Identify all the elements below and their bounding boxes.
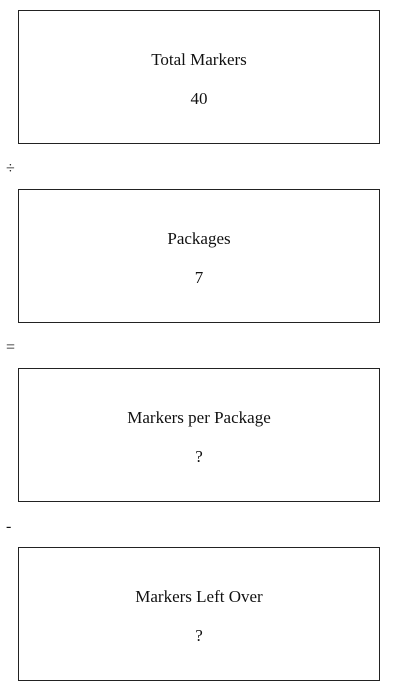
packages-value: 7 [194, 268, 204, 287]
markers-left-over-value: ? [195, 626, 203, 645]
markers-per-package-value: ? [195, 447, 203, 466]
equals-operator: = [6, 339, 16, 356]
packages-label: Packages [167, 229, 231, 248]
markers-per-package-label: Markers per Package [127, 408, 271, 427]
packages-box: Packages 7 [18, 189, 380, 323]
total-markers-value: 40 [190, 89, 208, 108]
markers-per-package-box: Markers per Package ? [18, 368, 380, 502]
total-markers-box: Total Markers 40 [18, 10, 380, 144]
remainder-operator: - [6, 518, 12, 535]
divide-operator: ÷ [6, 160, 15, 177]
markers-left-over-box: Markers Left Over ? [18, 547, 380, 681]
total-markers-label: Total Markers [151, 50, 247, 69]
markers-left-over-label: Markers Left Over [135, 587, 263, 606]
